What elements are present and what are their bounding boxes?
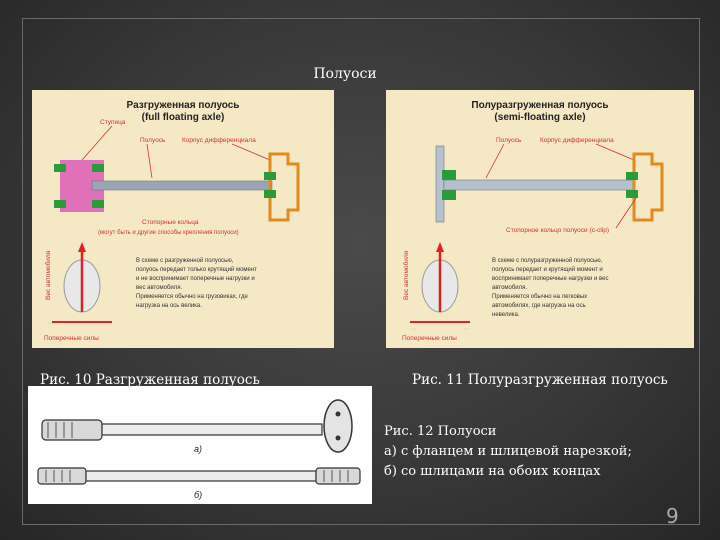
- slide-frame: [22, 18, 700, 525]
- label-weight: Вес автомобиля: [44, 250, 52, 300]
- label-axle: Полуось: [140, 137, 166, 144]
- leader-housing: [231, 143, 271, 161]
- label-a: а): [194, 444, 202, 454]
- axle-shaft: [91, 180, 273, 191]
- flange-shape: [323, 399, 353, 453]
- bearing-shape: [92, 164, 104, 172]
- fig2-desc-line: автомобилях, где нагрузка на ось: [492, 303, 586, 309]
- bearing-shape: [264, 190, 276, 198]
- fig1-desc-line: вес автомобиля.: [136, 285, 183, 291]
- slide-title: Полуоси: [313, 66, 377, 82]
- caption-fig12-line: а) с фланцем и шлицевой нарезкой;: [384, 444, 632, 459]
- bearing-shape: [626, 172, 638, 180]
- leader-clip: [615, 197, 637, 229]
- label-housing: Корпус дифференциала: [182, 137, 256, 144]
- fig1-desc-line: полуось передает только крутящий момент: [136, 266, 257, 273]
- fig2-desc-line: В схеме с полуразгруженной полуосью,: [492, 257, 603, 264]
- label-b: б): [194, 490, 202, 500]
- figure-axle-shafts: а) б): [28, 386, 372, 504]
- differential-housing: [268, 152, 300, 222]
- shaft-body: [85, 470, 317, 482]
- leader-axle: [485, 143, 505, 179]
- caption-fig12-line: б) со шлицами на обоих концах: [384, 464, 601, 479]
- label-hub: Ступица: [100, 119, 126, 126]
- caption-fig11: Рис. 11 Полуразгруженная полуось: [412, 372, 668, 388]
- bearing-shape: [92, 200, 104, 208]
- splined-end-shape: [315, 467, 361, 485]
- bearing-shape: [442, 190, 456, 200]
- fig2-desc-line: автомобиля.: [492, 285, 527, 291]
- caption-fig12: Рис. 12 Полуоси а) с фланцем и шлицевой …: [384, 422, 632, 482]
- fig1-description: В схеме с разгруженной полуосью, полуось…: [136, 257, 257, 309]
- axle-shaft: [443, 179, 635, 191]
- label-retaining: Стопорные кольца: [142, 219, 199, 226]
- caption-fig10: Рис. 10 Разгруженная полуось: [40, 372, 260, 388]
- bolt-hole: [335, 411, 341, 417]
- fig1-desc-line: Применяется обычно на грузовиках, где: [136, 294, 248, 300]
- shaft-body: [101, 423, 323, 436]
- leader-axle: [146, 143, 153, 179]
- fig2-description: В схеме с полуразгруженной полуосью, пол…: [492, 257, 608, 318]
- caption-fig12-line: Рис. 12 Полуоси: [384, 424, 497, 439]
- bearing-shape: [626, 190, 638, 198]
- label-clip: Стопорное кольцо полуоси (c-clip): [506, 227, 609, 234]
- fig2-subheading: (semi-floating axle): [494, 112, 585, 123]
- axle-shafts-drawing: а) б): [37, 399, 361, 500]
- bearing-shape: [264, 172, 276, 180]
- label-weight: Вес автомобиля: [402, 250, 410, 300]
- bearing-shape: [54, 164, 66, 172]
- fig1-desc-line: нагрузка на ось велика.: [136, 303, 202, 309]
- label-lateral: Поперечные силы: [44, 335, 99, 342]
- bearing-shape: [54, 200, 66, 208]
- label-axle: Полуось: [496, 137, 522, 144]
- axle-shaft-b: б): [37, 467, 361, 500]
- bearing-shape: [442, 170, 456, 180]
- fig1-heading: Разгруженная полуось: [127, 100, 240, 111]
- fig2-desc-line: воспринимает поперечные нагрузки и вес: [492, 276, 608, 282]
- differential-housing: [632, 152, 664, 222]
- label-retaining-note: (могут быть и другие способы крепления п…: [98, 230, 239, 236]
- figure-semi-floating-axle: Полуразгруженная полуось (semi-floating …: [386, 90, 694, 348]
- semi-floating-axle-diagram: Полуразгруженная полуось (semi-floating …: [402, 100, 664, 342]
- fig1-subheading: (full floating axle): [142, 112, 225, 123]
- weight-arrowhead: [78, 242, 86, 252]
- leader-housing: [595, 143, 635, 161]
- leader-hub: [81, 125, 113, 161]
- page-number: 9: [666, 504, 679, 528]
- bolt-hole: [335, 435, 341, 441]
- fig1-desc-line: и не воспринимает поперечные нагрузки и: [136, 276, 255, 282]
- fig2-desc-line: полуось передает и крутящий момент и: [492, 266, 603, 273]
- axle-shaft-a: а): [41, 399, 353, 454]
- flange-shape: [435, 145, 445, 223]
- fig1-desc-line: В схеме с разгруженной полуосью,: [136, 257, 234, 264]
- fig2-desc-line: невелика.: [492, 312, 520, 318]
- weight-arrowhead: [436, 242, 444, 252]
- figure-full-floating-axle: Разгруженная полуось (full floating axle…: [32, 90, 334, 348]
- full-floating-axle-diagram: Разгруженная полуось (full floating axle…: [44, 100, 300, 342]
- fig2-desc-line: Применяется обычно на легковых: [492, 294, 587, 300]
- fig2-heading: Полуразгруженная полуось: [471, 100, 608, 111]
- label-lateral: Поперечные силы: [402, 335, 457, 342]
- label-housing: Корпус дифференциала: [540, 137, 614, 144]
